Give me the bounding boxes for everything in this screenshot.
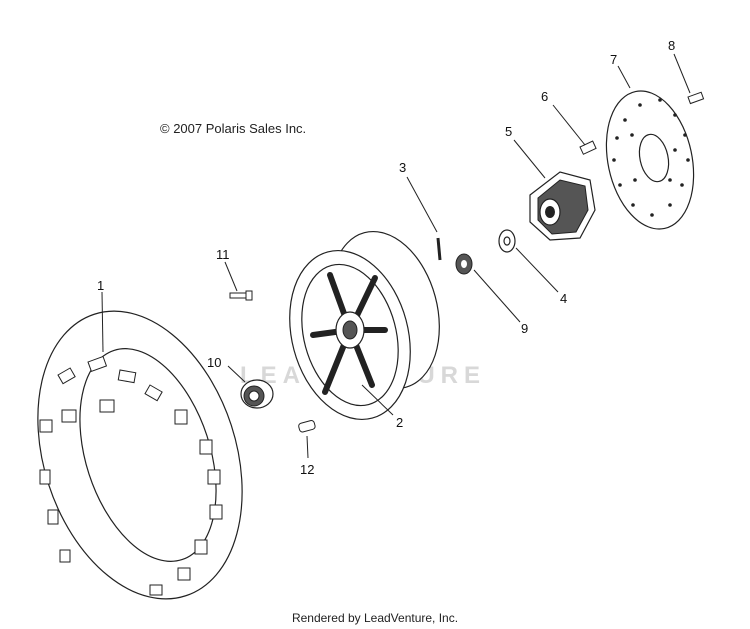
callout-7: 7 bbox=[610, 52, 617, 67]
brake-disc-part[interactable] bbox=[594, 65, 705, 237]
spacer-part[interactable] bbox=[298, 420, 316, 459]
callout-5: 5 bbox=[505, 124, 512, 139]
washer-part[interactable] bbox=[498, 229, 559, 293]
bearing-part[interactable] bbox=[227, 365, 274, 409]
hub-part[interactable] bbox=[513, 139, 596, 241]
disc-bolt-part[interactable] bbox=[673, 53, 705, 105]
copyright-notice: © 2007 Polaris Sales Inc. bbox=[160, 121, 307, 136]
wheel-rim-part[interactable] bbox=[272, 219, 456, 433]
castle-nut-part[interactable] bbox=[455, 253, 521, 323]
callout-6: 6 bbox=[541, 89, 548, 104]
tire-part[interactable] bbox=[3, 285, 277, 626]
hub-bolt-part[interactable] bbox=[552, 104, 597, 155]
render-credit: Rendered by LeadVenture, Inc. bbox=[291, 611, 459, 625]
callout-1: 1 bbox=[97, 278, 104, 293]
callout-3: 3 bbox=[399, 160, 406, 175]
callout-8: 8 bbox=[668, 38, 675, 53]
callout-9: 9 bbox=[521, 321, 528, 336]
axle-bolt-part[interactable] bbox=[224, 261, 253, 301]
callout-2: 2 bbox=[396, 415, 403, 430]
callout-10: 10 bbox=[207, 355, 221, 370]
cotter-pin-part[interactable] bbox=[406, 176, 442, 261]
callout-4: 4 bbox=[560, 291, 567, 306]
callout-12: 12 bbox=[300, 462, 314, 477]
callout-11: 11 bbox=[216, 247, 230, 262]
